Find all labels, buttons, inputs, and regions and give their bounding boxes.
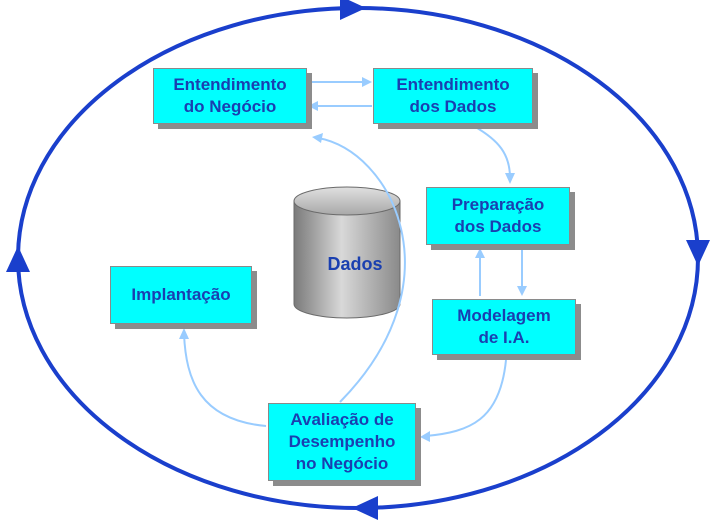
database-label: Dados bbox=[327, 254, 382, 274]
flow-modeling-to-evaluation bbox=[425, 359, 507, 437]
node-data-understanding: Entendimento dos Dados bbox=[373, 68, 533, 124]
node-label: no Negócio bbox=[295, 454, 389, 473]
node-label: dos Dados bbox=[454, 217, 542, 236]
flow-arrowhead bbox=[362, 77, 372, 87]
node-label: do Negócio bbox=[183, 97, 277, 116]
node-business-understanding: Entendimento do Negócio bbox=[153, 68, 307, 124]
flow-arrowhead bbox=[312, 133, 323, 143]
flow-arrowhead bbox=[308, 101, 318, 111]
flow-arrowhead bbox=[420, 431, 430, 442]
flow-evaluation-to-business bbox=[317, 137, 406, 403]
node-label: dos Dados bbox=[409, 97, 497, 116]
node-evaluation: Avaliação de Desempenho no Negócio bbox=[268, 403, 416, 481]
flow-arrowhead bbox=[475, 248, 485, 258]
node-label: Modelagem bbox=[457, 306, 551, 325]
flow-evaluation-to-deployment bbox=[183, 333, 267, 427]
flow-arrowhead bbox=[179, 328, 189, 339]
database-cylinder: Dados bbox=[293, 186, 401, 319]
node-label: Implantação bbox=[131, 285, 231, 304]
cycle-arrow-right bbox=[686, 240, 710, 266]
cycle-arrow-left bbox=[6, 246, 30, 272]
cycle-arrow-bottom bbox=[352, 496, 378, 520]
node-deployment: Implantação bbox=[110, 266, 252, 324]
node-label: Entendimento bbox=[396, 75, 510, 94]
node-label: Entendimento bbox=[173, 75, 287, 94]
node-modeling: Modelagem de I.A. bbox=[432, 299, 576, 355]
node-label: Avaliação de bbox=[290, 410, 394, 429]
node-label: de I.A. bbox=[478, 328, 530, 347]
flow-arrowhead bbox=[505, 173, 515, 184]
node-data-preparation: Preparação dos Dados bbox=[426, 187, 570, 245]
node-label: Preparação bbox=[451, 195, 545, 214]
flow-arrowhead bbox=[517, 286, 527, 296]
node-label: Desempenho bbox=[288, 432, 396, 451]
flow-data-to-preparation bbox=[469, 123, 511, 179]
cycle-arrow-top bbox=[340, 0, 366, 20]
